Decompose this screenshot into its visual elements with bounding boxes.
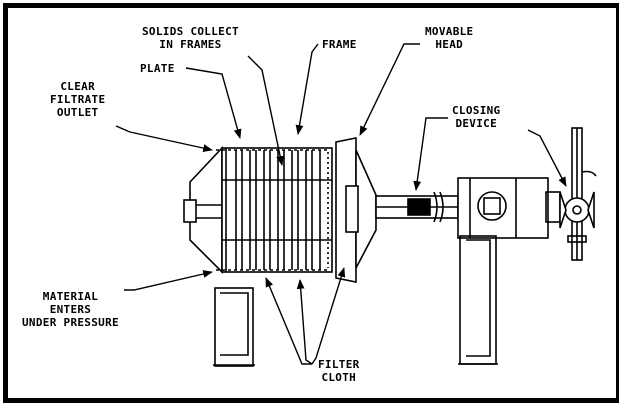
arrow-solids-collect [247,55,285,166]
label-movable-head: MOVABLE HEAD [425,25,473,51]
arrow-movable-head [359,43,420,136]
arrow-filter-cloth-3 [311,267,346,365]
arrow-frame [295,43,319,135]
arrow-plate [185,67,242,139]
label-solids-collect-line2: IN FRAMES [159,38,222,51]
label-closing-device-line1: CLOSING [452,104,501,117]
label-filter-cloth-line1: FILTER [318,358,360,371]
label-plate: PLATE [140,62,175,75]
label-frame: FRAME [322,38,357,51]
arrow-closing-device-right [527,129,567,187]
arrow-filter-cloth-1 [265,277,312,365]
plate-frame-stack [216,147,333,273]
label-movable-head-line2: HEAD [435,38,464,51]
left-stand [213,287,255,367]
arrow-material [124,270,213,291]
arrow-filter-cloth-2 [296,279,313,365]
arrow-clear-filtrate [115,125,213,152]
movable-head [335,137,377,283]
closing-screw [375,191,459,223]
label-solids-collect-line1: SOLIDS COLLECT [142,25,239,38]
label-clear-filtrate-outlet: CLEAR FILTRATE OUTLET [50,80,105,119]
label-material-line3: UNDER PRESSURE [22,316,119,329]
label-material-enters: MATERIAL ENTERS UNDER PRESSURE [22,290,119,329]
gear-box [457,177,561,239]
arrow-closing-device-left [413,117,448,191]
label-movable-head-line1: MOVABLE [425,25,474,38]
label-clear-filtrate-line1: CLEAR [60,80,95,93]
closing-handwheel [559,127,597,261]
label-material-line1: MATERIAL [42,290,99,303]
label-closing-device: CLOSING DEVICE [452,104,500,130]
label-solids-collect: SOLIDS COLLECT IN FRAMES [142,25,239,51]
label-material-line2: ENTERS [49,303,92,316]
label-filter-cloth: FILTER CLOTH [318,358,360,384]
right-stand [458,235,498,365]
label-clear-filtrate-line2: FILTRATE [50,93,106,106]
label-closing-device-line2: DEVICE [455,117,497,130]
label-clear-filtrate-line3: OUTLET [56,106,99,119]
label-filter-cloth-line2: CLOTH [321,371,357,384]
